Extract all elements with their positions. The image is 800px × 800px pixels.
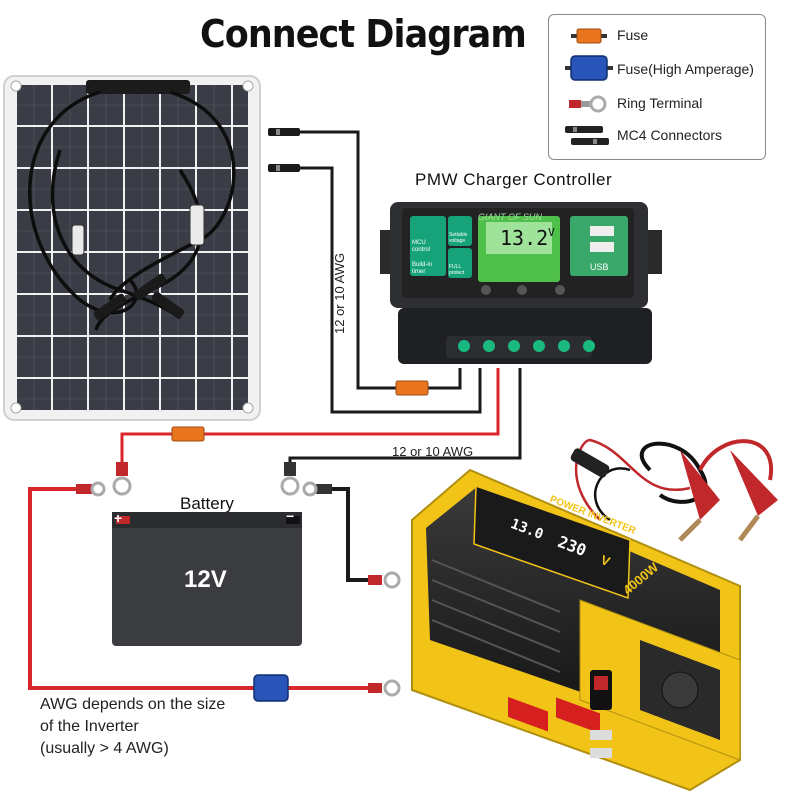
battery-plus: + (114, 510, 123, 526)
ring-terminal-icon (569, 95, 607, 113)
awg-note-line-2: of the Inverter (40, 718, 139, 735)
awg-note-line-3: (usually > 4 AWG) (40, 740, 169, 757)
controller-usb-label: USB (590, 262, 609, 272)
inverter-ring-terminal-negative (368, 571, 401, 589)
solar-panel (3, 75, 261, 421)
controller-button-label-0: MCU control (412, 240, 431, 253)
battery (112, 512, 302, 646)
controller-display-value: 13.2 (500, 226, 549, 250)
controller-display-unit: V (548, 226, 555, 239)
controller-button-label-2: Build-in timer (412, 262, 433, 275)
legend-item-high-amp-fuse: Fuse(High Amperage) (549, 55, 765, 81)
controller-button-label-3: FULL protect (449, 264, 465, 276)
high-amperage-fuse (253, 674, 289, 702)
wire-label-horizontal: 12 or 10 AWG (392, 444, 474, 459)
controller-title: PMW Charger Controller (415, 170, 613, 189)
legend-item-ring-terminal: Ring Terminal (549, 91, 765, 117)
controller-button-label-1: Settable voltage (449, 232, 468, 244)
inverter-ring-terminal-positive (368, 679, 401, 697)
battery-ring-terminals (76, 462, 332, 497)
panel-mc4-connectors (93, 273, 185, 321)
awg-note: AWG depends on the size of the Inverter … (40, 694, 225, 760)
high-amperage-fuse-icon (565, 55, 613, 81)
pv-fuse (395, 380, 429, 396)
controller-brand: GIANT OF SUN (478, 212, 542, 222)
controller-display: 13.2V (500, 226, 555, 250)
wire-label-vertical: 12 or 10 AWG (332, 252, 347, 334)
fuse-icon (571, 28, 607, 44)
battery-fuse (171, 426, 205, 442)
mc4-connectors (268, 128, 300, 172)
battery-voltage: 12V (184, 566, 227, 593)
diagram-title: Connect Diagram (200, 12, 527, 56)
battery-label: Battery (180, 494, 234, 513)
mc4-connector-icon (565, 126, 609, 145)
legend-item-fuse: Fuse (549, 23, 765, 49)
awg-note-line-1: AWG depends on the size (40, 696, 226, 713)
charge-controller (380, 202, 662, 364)
battery-minus: − (286, 508, 295, 524)
legend: Fuse Fuse(High Amperage) Ring Terminal (548, 14, 766, 160)
power-inverter (411, 468, 741, 792)
legend-item-mc4: MC4 Connectors (549, 123, 765, 149)
inverter-accessories (570, 438, 778, 542)
